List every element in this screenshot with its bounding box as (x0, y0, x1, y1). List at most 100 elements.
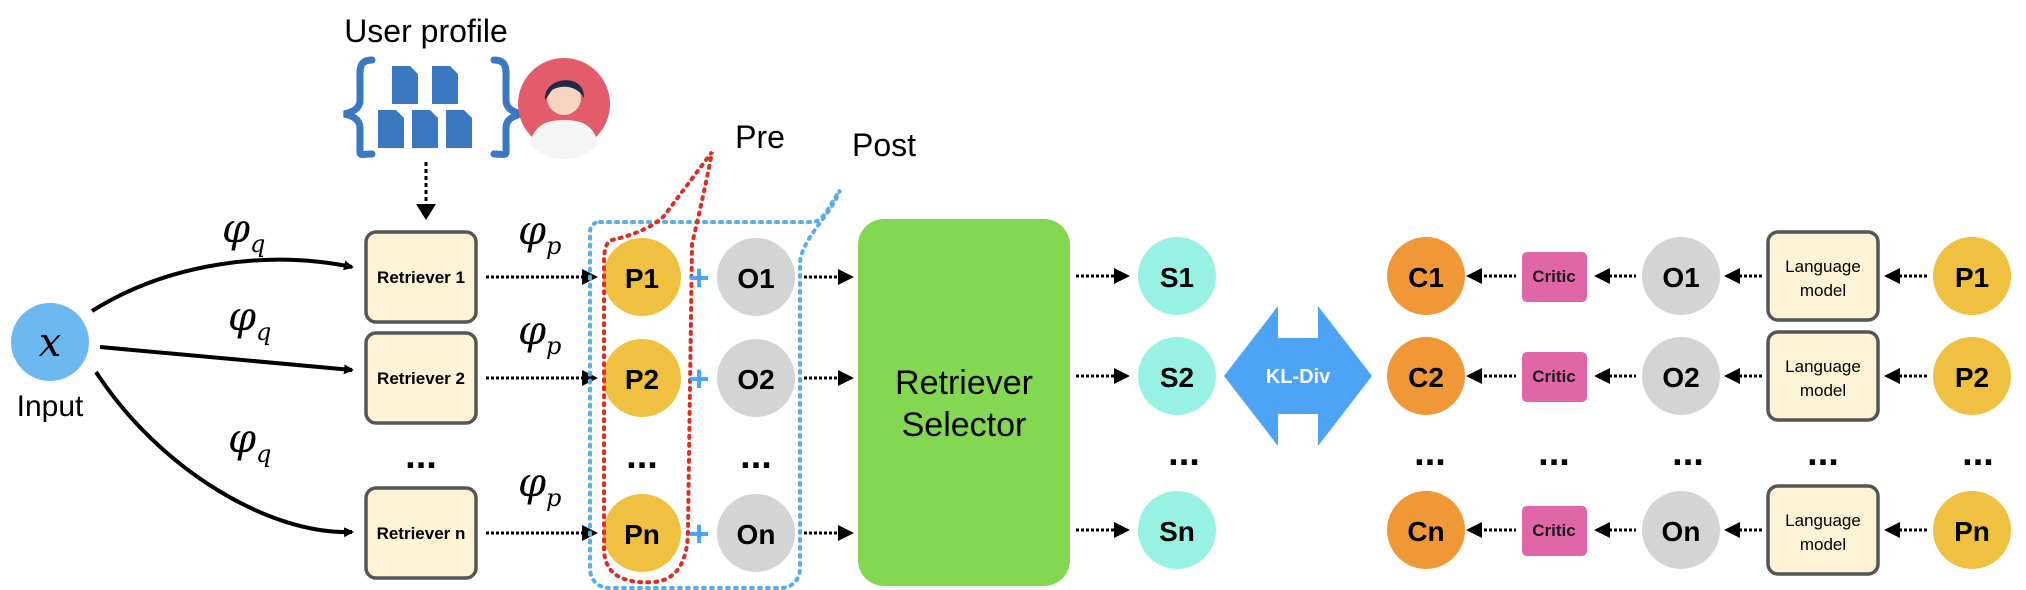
retriever-label-1: Retriever 1 (377, 268, 465, 287)
critic-box-n (1522, 506, 1587, 556)
right-prompt-ellipsis: ... (1962, 432, 1994, 474)
arrowhead (1724, 368, 1740, 384)
kl-div-double-arrow (1224, 306, 1372, 446)
right-output-circle-n (1642, 491, 1720, 569)
output-circles: O1 O2 On ... (717, 238, 795, 572)
retriever-box-n (364, 486, 478, 580)
phi-p-label-2: φp (518, 308, 561, 360)
right-output-circle-1 (1642, 237, 1720, 315)
arrowhead (838, 370, 854, 386)
avatar-face (547, 81, 581, 115)
pre-outline (602, 150, 714, 585)
arrowhead (1114, 522, 1130, 538)
prompt-label-1: P1 (625, 263, 659, 294)
right-prompt-circle-2 (1933, 337, 2011, 415)
output-label-n: On (737, 519, 776, 550)
input-symbol: x (39, 320, 62, 366)
arrow-input-retriever-2 (99, 345, 354, 375)
right-output-label-n: On (1662, 516, 1701, 547)
plus-sign-2: + (688, 358, 709, 399)
arrowhead (1884, 368, 1900, 384)
phi-p-label-1: φp (518, 208, 561, 260)
plus-sign-1: + (688, 257, 709, 298)
retriever-ellipsis: ... (405, 435, 437, 477)
user-profile-label: User profile (344, 13, 508, 49)
prompt-circle-2 (603, 339, 681, 417)
document-icon (446, 110, 472, 148)
left-brace (343, 56, 376, 159)
arrowhead (1466, 368, 1482, 384)
right-output-circle-2 (1642, 337, 1720, 415)
critic-label-1: Critic (1532, 267, 1575, 286)
arrowhead (1724, 268, 1740, 284)
arrowhead (1884, 522, 1900, 538)
arrowhead (838, 525, 854, 541)
right-prompt-circle-1 (1933, 237, 2011, 315)
document-icon (378, 110, 404, 148)
output-ellipsis: ... (740, 435, 772, 477)
document-icon (412, 110, 438, 148)
language-model-ellipsis: ... (1807, 432, 1839, 474)
right-prompt-label-2: P2 (1955, 362, 1989, 393)
output-label-1: O1 (737, 263, 774, 294)
retriever-box-2 (364, 331, 478, 425)
phi-q-label-1: φq (222, 206, 265, 258)
arrow-input-retriever-1 (90, 257, 354, 313)
avatar-hair (544, 80, 585, 100)
critic-ellipsis: ... (1538, 432, 1570, 474)
prompt-label-2: P2 (625, 364, 659, 395)
language-model-label-n-line2: model (1800, 535, 1846, 554)
phi-q-label-2: φq (228, 294, 271, 346)
kl-div-arrow: KL-Div (1224, 306, 1372, 446)
language-model-label-1-line2: model (1800, 281, 1846, 300)
language-model-box-2 (1766, 330, 1880, 422)
critic-score-circle-1 (1387, 237, 1465, 315)
language-model-label-n-line1: Language (1785, 511, 1861, 530)
phi-p-label-3: φp (518, 460, 561, 512)
right-output-label-1: O1 (1662, 262, 1699, 293)
profile-documents-icon (343, 56, 523, 159)
output-to-selector-arrowheads (838, 269, 854, 541)
phi-q-label-3: φq (228, 416, 271, 468)
avatar-body (530, 120, 598, 160)
critic-score-ellipsis: ... (1414, 432, 1446, 474)
right-prompt-label-n: Pn (1954, 516, 1990, 547)
critic-score-circles: C1 C2 Cn ... (1387, 237, 1465, 569)
score-circle-n (1138, 491, 1216, 569)
score-label-n: Sn (1159, 516, 1195, 547)
language-model-label-2-line1: Language (1785, 357, 1861, 376)
arrowhead (1594, 368, 1610, 384)
output-to-selector-arrows (804, 275, 840, 535)
arrowhead (1114, 368, 1130, 384)
prompt-circles: P1 P2 Pn ... (603, 238, 681, 572)
retriever-selector-label-line2: Selector (902, 406, 1027, 444)
phi-p-labels: φp φp φp (518, 208, 561, 512)
plus-sign-n: + (688, 513, 709, 554)
document-icon (432, 66, 458, 104)
retriever-label-2: Retriever 2 (377, 369, 465, 388)
critic-boxes: Critic Critic Critic ... (1522, 252, 1587, 556)
language-model-boxes: Language model Language model Language m… (1766, 230, 1880, 576)
right-prompt-circle-n (1933, 491, 2011, 569)
selector-to-score-arrowheads (1114, 268, 1130, 538)
selector-to-score-arrows (1076, 274, 1116, 532)
language-model-label-2-line2: model (1800, 381, 1846, 400)
right-brace (490, 56, 523, 159)
critic-label-n: Critic (1532, 521, 1575, 540)
input-arrows (90, 257, 354, 538)
critic-box-1 (1522, 252, 1587, 302)
retriever-to-prompt-arrows (486, 275, 584, 535)
output-circle-n (717, 494, 795, 572)
kl-div-label: KL-Div (1266, 366, 1331, 388)
critic-box-2 (1522, 352, 1587, 402)
arrowhead (1884, 268, 1900, 284)
prompt-circle-n (603, 494, 681, 572)
phi-q-labels: φq φq φq (222, 206, 271, 468)
arrowhead (1114, 268, 1130, 284)
prompt-label-n: Pn (624, 519, 660, 550)
score-circles: S1 S2 Sn ... (1138, 237, 1216, 569)
critic-label-2: Critic (1532, 367, 1575, 386)
output-circle-1 (717, 238, 795, 316)
arrowhead (582, 370, 598, 386)
critic-score-circle-2 (1387, 337, 1465, 415)
